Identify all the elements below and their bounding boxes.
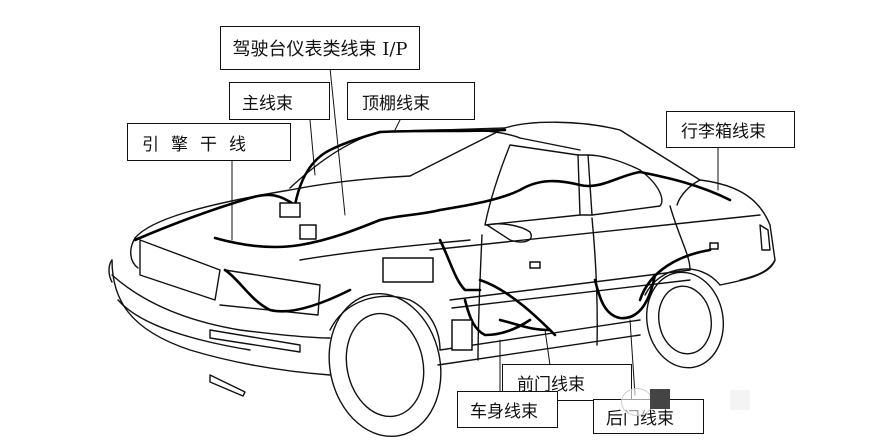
car-body bbox=[108, 121, 776, 438]
label-front-door-harness: 前门线束 bbox=[502, 364, 632, 401]
label-text: 主线束 bbox=[242, 93, 293, 114]
watermark-icon bbox=[621, 388, 653, 416]
label-text: 后门线束 bbox=[606, 409, 674, 429]
label-text: 引擎干线 bbox=[142, 134, 258, 155]
label-main-harness: 主线束 bbox=[229, 82, 330, 120]
watermark-faint-block bbox=[730, 390, 750, 410]
connectors bbox=[279, 202, 719, 351]
label-roof-harness: 顶棚线束 bbox=[347, 82, 475, 120]
label-trunk-harness: 行李箱线束 bbox=[666, 111, 795, 148]
label-engine-harness: 引擎干线 bbox=[127, 123, 291, 161]
label-text: 驾驶台仪表类线束 I/P bbox=[232, 39, 408, 60]
label-text: 顶棚线束 bbox=[362, 93, 430, 114]
label-instrument-panel-harness: 驾驶台仪表类线束 I/P bbox=[220, 26, 420, 70]
watermark-block bbox=[650, 389, 670, 409]
label-body-harness: 车身线束 bbox=[457, 391, 558, 428]
label-text: 行李箱线束 bbox=[681, 122, 766, 142]
leader-lines bbox=[231, 67, 719, 396]
label-text: 前门线束 bbox=[517, 375, 585, 395]
label-text: 车身线束 bbox=[470, 402, 538, 422]
